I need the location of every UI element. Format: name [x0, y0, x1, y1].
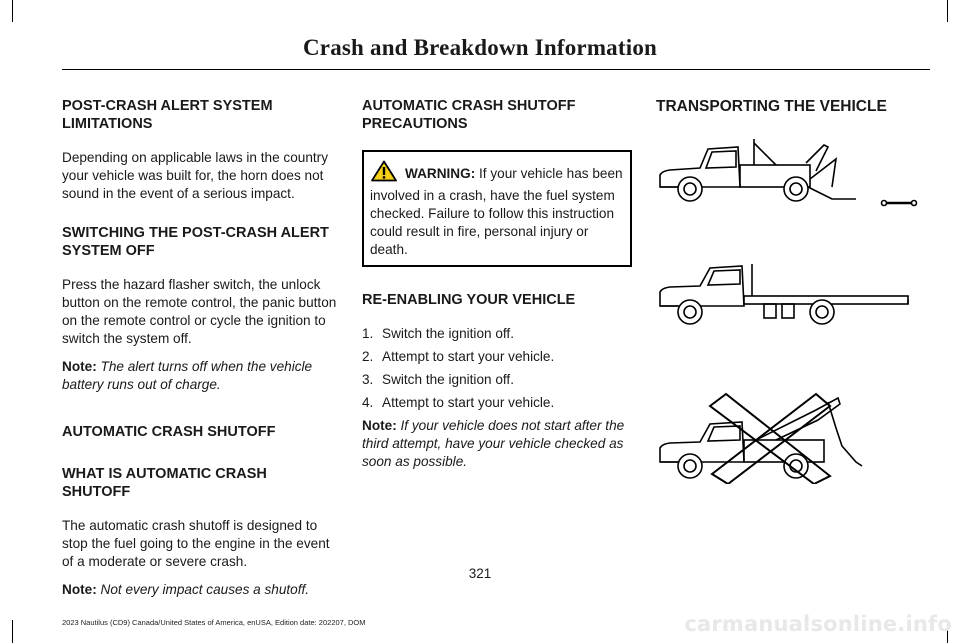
note-label: Note: — [62, 582, 97, 597]
crop-mark — [947, 620, 948, 643]
crop-mark — [947, 0, 948, 22]
note-battery: Note: The alert turns off when the vehic… — [62, 358, 338, 394]
step-number: 1. — [362, 326, 374, 341]
warning-text: If your vehicle has been involved in a c… — [370, 166, 623, 257]
flatbed-tow-truck-icon — [659, 264, 909, 325]
heading-transporting: TRANSPORTING THE VEHICLE — [656, 98, 887, 115]
note-text: The alert turns off when the vehicle bat… — [62, 359, 313, 392]
step-number: 4. — [362, 395, 374, 410]
warning-label: WARNING: — [405, 166, 476, 181]
sling-tow-truck-crossed-icon — [659, 392, 863, 484]
paragraph-switch-off: Press the hazard flasher switch, the unl… — [62, 277, 337, 346]
crop-mark — [12, 0, 13, 22]
paragraph-shutoff-description: The automatic crash shutoff is designed … — [62, 518, 330, 569]
note-impact: Note: Not every impact causes a shutoff. — [62, 581, 338, 599]
heading-post-crash-limitations: POST-CRASH ALERT SYSTEM LIMITATIONS — [62, 98, 273, 132]
steps-list: 1. Switch the ignition off. 2. Attempt to … — [362, 325, 632, 412]
note-third-attempt: Note: If your vehicle does not start aft… — [362, 417, 632, 471]
header-rule — [62, 69, 930, 70]
page-number: 321 — [468, 566, 492, 581]
heading-shutoff-precautions: AUTOMATIC CRASH SHUTOFF PRECAUTIONS — [362, 98, 576, 132]
note-label: Note: — [62, 359, 97, 374]
wheel-lift-tow-truck-icon — [659, 139, 918, 207]
column-middle: AUTOMATIC CRASH SHUTOFF PRECAUTIONS WARN… — [362, 97, 632, 471]
column-left: POST-CRASH ALERT SYSTEM LIMITATIONS Depe… — [62, 97, 338, 599]
note-text: Not every impact causes a shutoff. — [100, 582, 310, 597]
list-item: 1. Switch the ignition off. — [362, 325, 632, 343]
step-text: Attempt to start your vehicle. — [382, 395, 555, 410]
note-text: If your vehicle does not start after the… — [362, 418, 625, 469]
note-label: Note: — [362, 418, 397, 433]
heading-what-is-shutoff: WHAT IS AUTOMATIC CRASH SHUTOFF — [62, 466, 267, 500]
step-text: Switch the ignition off. — [382, 372, 514, 387]
heading-switching-off: SWITCHING THE POST-CRASH ALERT SYSTEM OF… — [62, 225, 329, 259]
list-item: 2. Attempt to start your vehicle. — [362, 348, 632, 366]
list-item: 4. Attempt to start your vehicle. — [362, 394, 632, 412]
warning-box: WARNING: If your vehicle has been involv… — [362, 150, 632, 267]
heading-re-enabling: RE-ENABLING YOUR VEHICLE — [362, 292, 576, 308]
list-item: 3. Switch the ignition off. — [362, 371, 632, 389]
prohibited-x-icon — [708, 392, 832, 484]
crop-mark — [12, 620, 13, 643]
step-number: 2. — [362, 349, 374, 364]
warning-triangle-icon — [371, 160, 397, 187]
watermark: carmanualsonline.info — [684, 612, 952, 636]
page-header-title: Crash and Breakdown Information — [302, 35, 658, 60]
edition-footer: 2023 Nautilus (CD9) Canada/United States… — [62, 618, 366, 627]
paragraph-horn: Depending on applicable laws in the coun… — [62, 150, 329, 201]
column-right: TRANSPORTING THE VEHICLE — [656, 97, 930, 117]
heading-automatic-crash-shutoff: AUTOMATIC CRASH SHUTOFF — [62, 424, 276, 440]
step-text: Attempt to start your vehicle. — [382, 349, 555, 364]
step-text: Switch the ignition off. — [382, 326, 514, 341]
step-number: 3. — [362, 372, 374, 387]
